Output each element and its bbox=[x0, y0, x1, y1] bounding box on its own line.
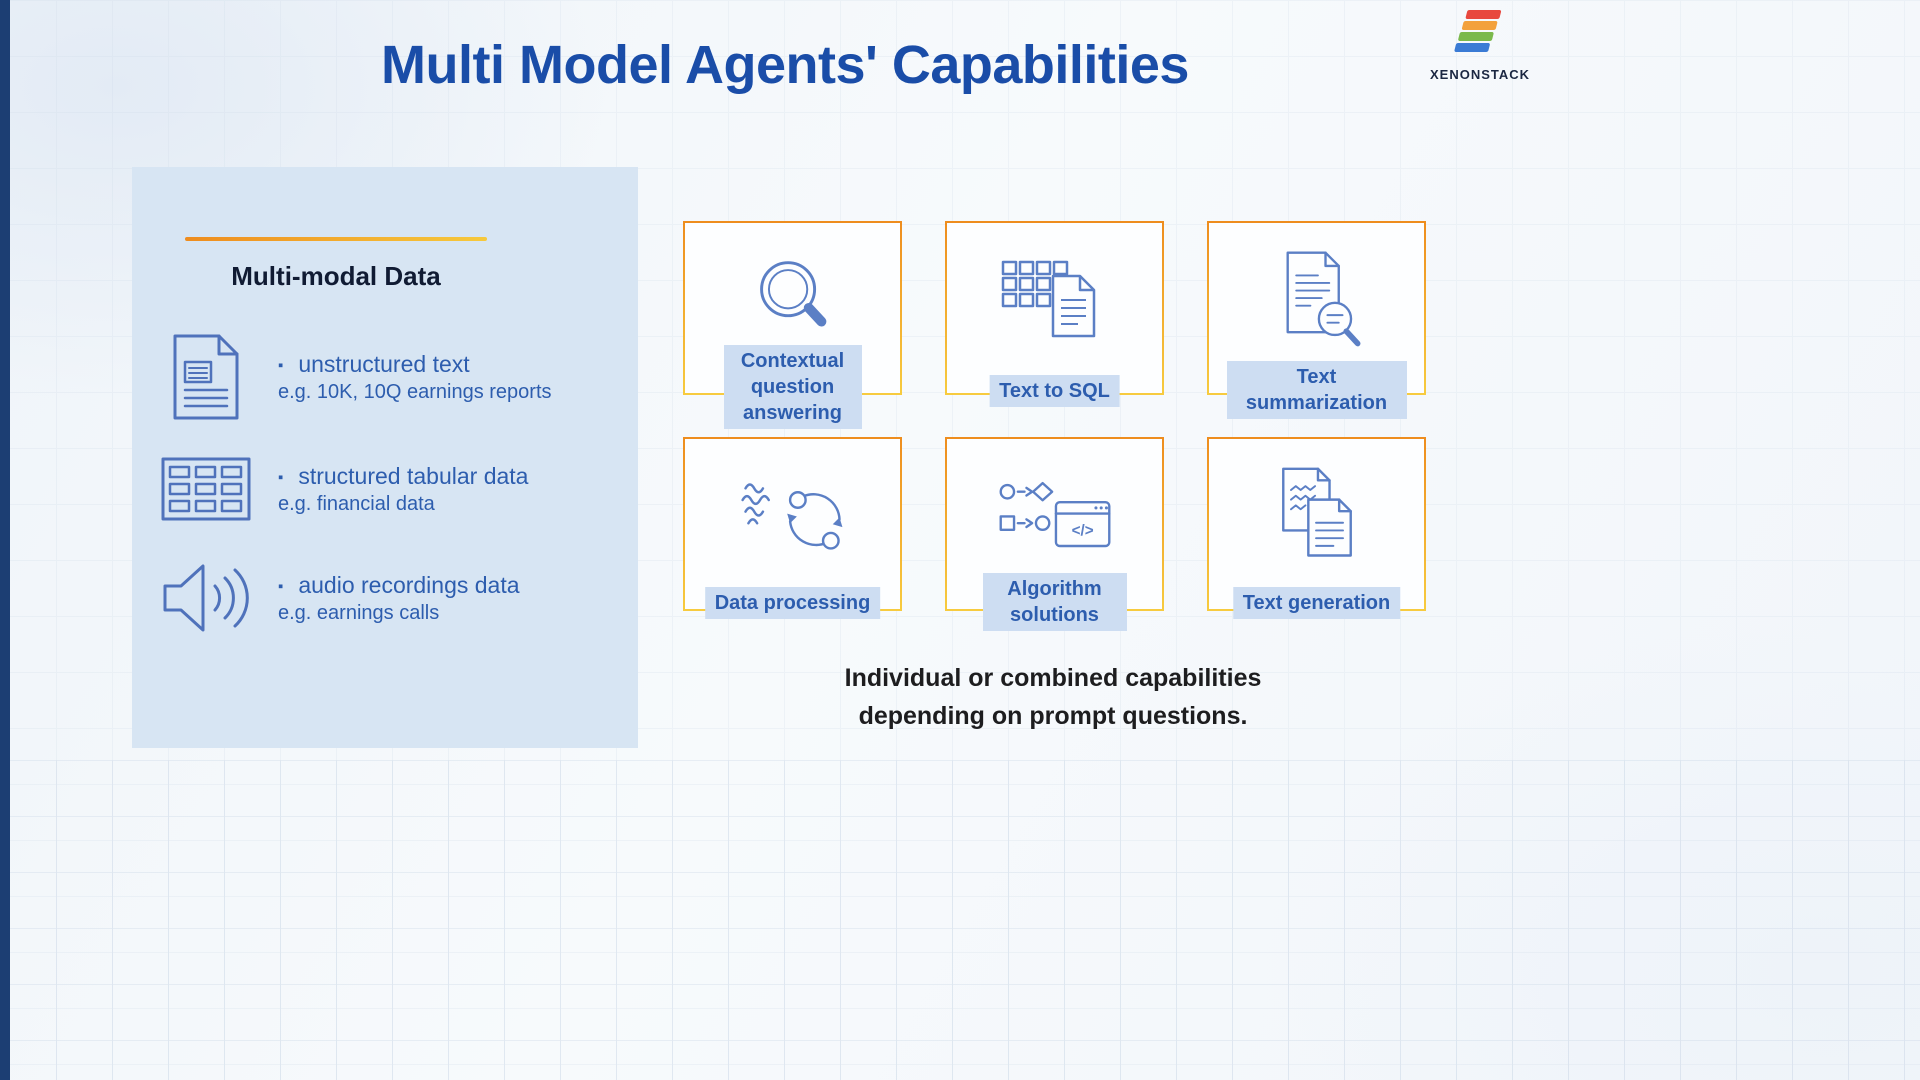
brand-name: XENONSTACK bbox=[1430, 67, 1531, 82]
capability-card-algorithm-solutions: </> Algorithm solutions bbox=[945, 437, 1164, 631]
capability-card-text-generation: Text generation bbox=[1207, 437, 1426, 619]
brand-logo: XENONSTACK bbox=[1430, 8, 1530, 82]
capability-label: Text summarization bbox=[1226, 361, 1407, 419]
caption-line-1: Individual or combined capabilities bbox=[844, 664, 1262, 692]
capability-card-text-to-sql: Text to SQL bbox=[945, 221, 1164, 407]
item-label-text: unstructured text bbox=[298, 350, 470, 377]
item-example: e.g. 10K, 10Q earnings reports bbox=[278, 380, 552, 403]
item-example: e.g. earnings calls bbox=[278, 601, 440, 624]
capability-label: Contextual question answering bbox=[723, 345, 862, 429]
item-label: ▪ audio recordings data bbox=[278, 572, 622, 599]
flowchart-code-icon: </> bbox=[992, 466, 1118, 566]
item-label: ▪ structured tabular data bbox=[278, 463, 622, 490]
data-type-list: ▪ unstructured text e.g. 10K, 10Q earning… bbox=[150, 332, 622, 640]
capability-card-contextual-qa: Contextual question answering bbox=[683, 221, 902, 429]
list-item-audio-data: ▪ audio recordings data e.g. earnings cal… bbox=[150, 556, 622, 640]
capability-label: Text to SQL bbox=[989, 375, 1120, 407]
capability-label: Data processing bbox=[704, 587, 881, 619]
caption-line-2: depending on prompt questions. bbox=[858, 701, 1248, 730]
item-label-text: structured tabular data bbox=[298, 462, 529, 489]
capability-label: Algorithm solutions bbox=[982, 573, 1127, 631]
cycle-arrows-icon bbox=[730, 465, 856, 567]
stack-layers-icon bbox=[1454, 10, 1502, 52]
left-edge-bar bbox=[0, 0, 10, 1080]
document-magnifier-icon bbox=[1265, 246, 1369, 354]
magnifier-icon bbox=[739, 246, 847, 354]
background-grid-bottom bbox=[0, 760, 1920, 1080]
item-label: ▪ unstructured text bbox=[278, 351, 622, 378]
caption: Individual or combined capabilities depe… bbox=[683, 660, 1423, 735]
capability-card-data-processing: Data processing bbox=[683, 437, 902, 619]
table-document-icon bbox=[995, 250, 1115, 350]
bullet: ▪ bbox=[278, 468, 284, 486]
accent-divider bbox=[185, 237, 487, 241]
panel-heading: Multi-modal Data bbox=[231, 261, 441, 291]
item-label-text: audio recordings data bbox=[298, 571, 520, 598]
bullet: ▪ bbox=[278, 577, 284, 595]
documents-icon bbox=[1264, 463, 1370, 569]
table-icon bbox=[150, 456, 262, 522]
document-icon bbox=[150, 332, 262, 422]
item-example: e.g. financial data bbox=[278, 492, 435, 515]
speaker-icon bbox=[150, 556, 262, 640]
bullet: ▪ bbox=[278, 356, 284, 374]
page-title: Multi Model Agents' Capabilities bbox=[381, 35, 1189, 95]
capability-label: Text generation bbox=[1232, 587, 1401, 619]
list-item-unstructured-text: ▪ unstructured text e.g. 10K, 10Q earning… bbox=[150, 332, 622, 422]
list-item-structured-data: ▪ structured tabular data e.g. financial … bbox=[150, 456, 622, 522]
capability-card-text-summarization: Text summarization bbox=[1207, 221, 1426, 419]
svg-text:</>: </> bbox=[1071, 522, 1093, 539]
multimodal-data-panel: Multi-modal Data bbox=[132, 167, 638, 748]
